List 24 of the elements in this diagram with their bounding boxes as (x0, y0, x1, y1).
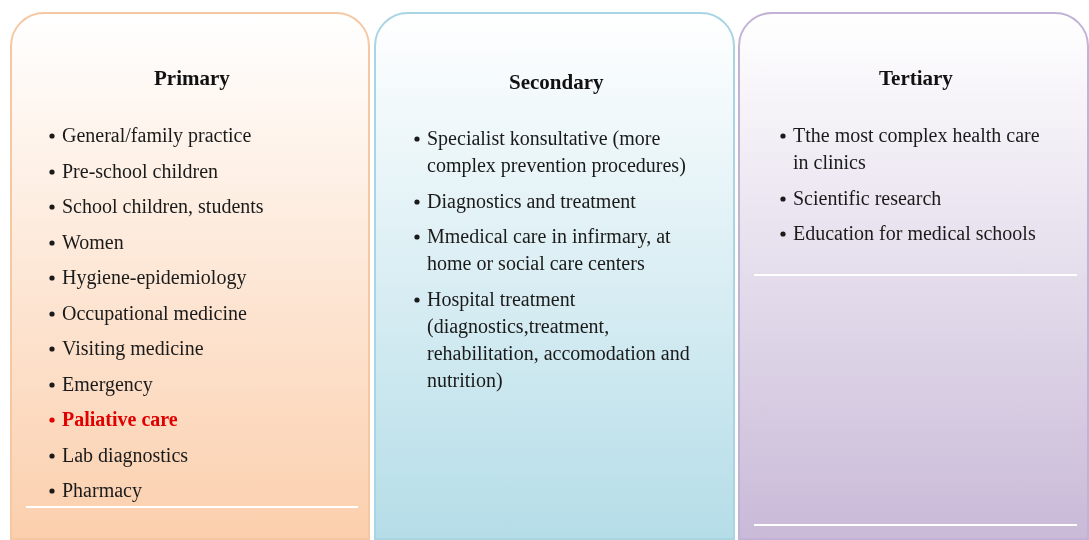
column-heading: Primary (154, 66, 230, 91)
list-item: Emergency (62, 371, 154, 398)
list-item: Pharmacy (62, 478, 143, 504)
list-item: Paliative care (62, 407, 179, 432)
list-item: Education for medical schools (793, 221, 1037, 246)
list-item: Pre-school children (62, 158, 220, 184)
list-item: Visiting medicine (62, 336, 205, 362)
list-item: Occupational medicine (62, 300, 248, 327)
column-panel (10, 12, 370, 540)
list-item: School children, students (62, 194, 265, 219)
list-item: Tthe most complex health care in clinics (793, 123, 1041, 175)
list-item: Specialist konsultative (more complex prevention procedures) (427, 126, 687, 179)
list-item: Lab diagnostics (62, 442, 190, 469)
list-item: Women (62, 229, 125, 255)
list-item: Scientific research (793, 185, 943, 211)
column-panel (374, 12, 735, 540)
list-item: Hospital treatment (diagnostics,treatment, rehabilitation, accomodation and nutrition) (427, 286, 691, 393)
list-item: Mmedical care in infirmary, at home or social care centers (427, 224, 672, 276)
list-item: Diagnostics and treatment (427, 188, 637, 215)
column-panel (738, 12, 1089, 540)
column-heading: Secondary (509, 70, 604, 95)
list-item: General/family practice (62, 123, 253, 149)
list-item: Hygiene-epidemiology (62, 265, 248, 291)
column-heading: Tertiary (879, 66, 953, 91)
